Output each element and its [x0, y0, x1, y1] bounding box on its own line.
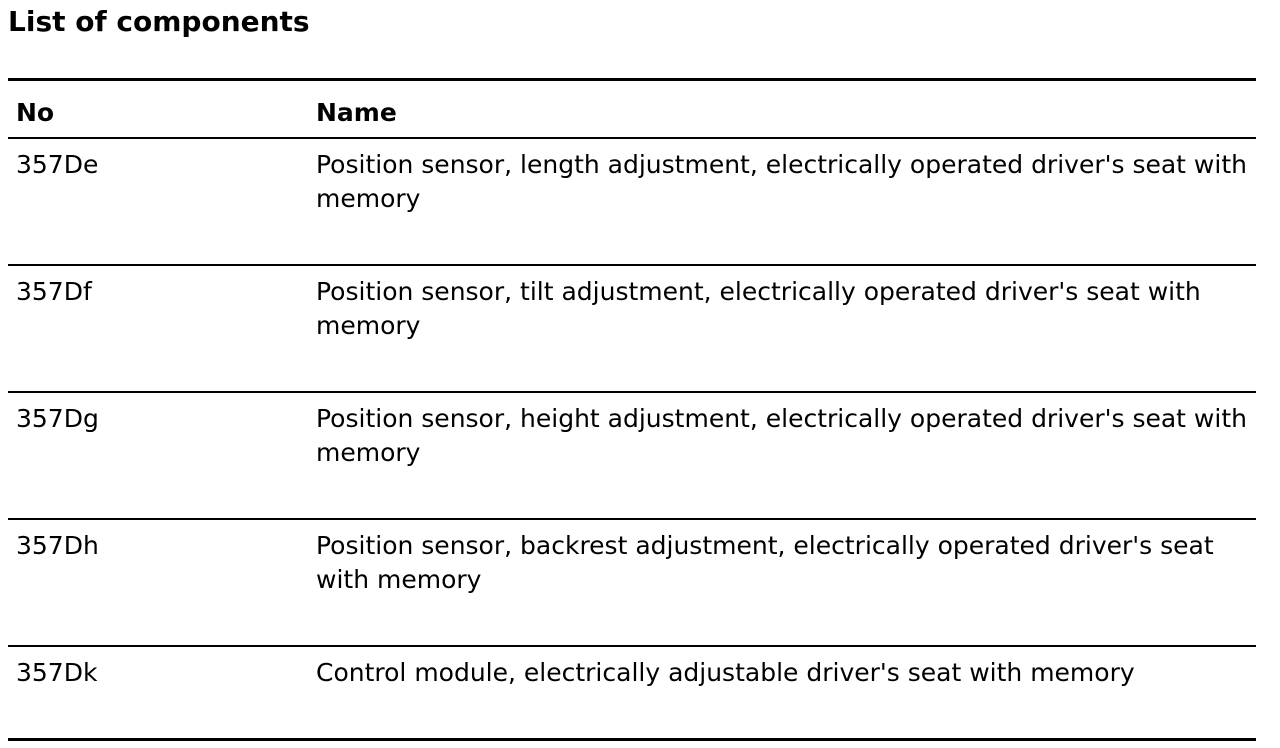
table-row: 357Dg Position sensor, height adjustment…: [8, 393, 1256, 520]
component-number: 357Df: [16, 277, 92, 306]
column-header-name: Name: [316, 98, 397, 127]
page-title: List of components: [8, 5, 310, 38]
component-number: 357Dk: [16, 658, 98, 687]
table-row: 357Dk Control module, electrically adjus…: [8, 647, 1256, 741]
component-name: Position sensor, backrest adjustment, el…: [316, 531, 1214, 594]
component-number: 357De: [16, 150, 99, 179]
component-name: Position sensor, tilt adjustment, electr…: [316, 277, 1201, 340]
component-number: 357Dh: [16, 531, 99, 560]
column-header-no: No: [16, 98, 55, 127]
table-row: 357De Position sensor, length adjustment…: [8, 139, 1256, 266]
table-row: 357Dh Position sensor, backrest adjustme…: [8, 520, 1256, 647]
component-name: Position sensor, height adjustment, elec…: [316, 404, 1247, 467]
component-name: Control module, electrically adjustable …: [316, 658, 1135, 687]
component-name: Position sensor, length adjustment, elec…: [316, 150, 1247, 213]
table-row: 357Df Position sensor, tilt adjustment, …: [8, 266, 1256, 393]
components-table: No Name 357De Position sensor, length ad…: [8, 78, 1256, 741]
table-header: No Name: [8, 81, 1256, 139]
component-number: 357Dg: [16, 404, 99, 433]
